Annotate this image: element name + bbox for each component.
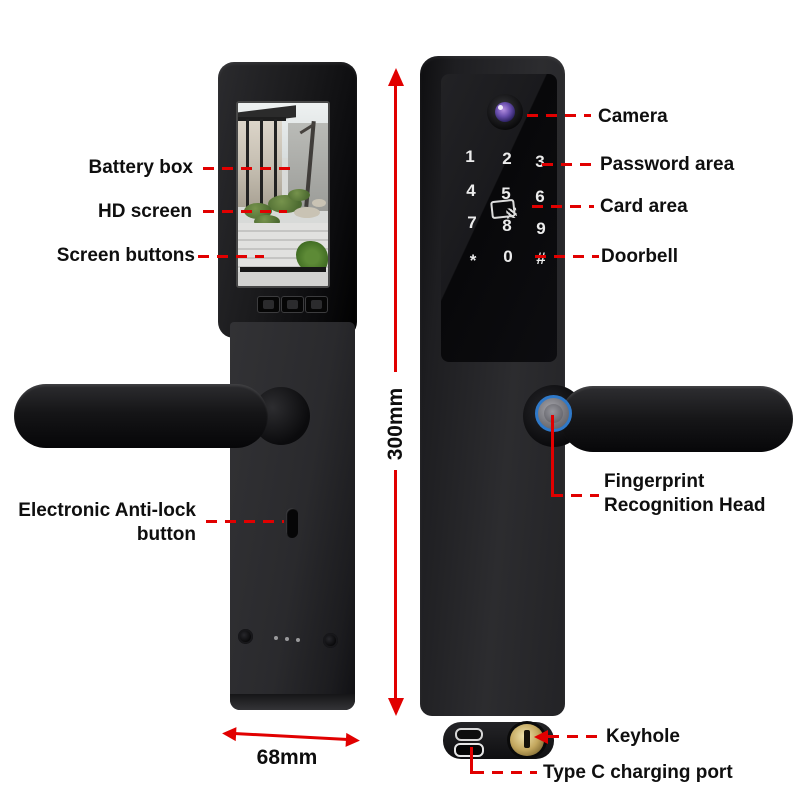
height-dimension: 300mm <box>384 387 407 461</box>
rear-door-handle <box>560 386 793 452</box>
keypad-key-hash: # <box>536 249 546 268</box>
label-anti-lock-line1: Electronic Anti-lock <box>18 500 196 521</box>
label-camera: Camera <box>598 106 668 127</box>
label-password-area: Password area <box>600 154 735 175</box>
fingerprint-callout-dash <box>552 494 599 497</box>
label-keyhole: Keyhole <box>606 726 680 747</box>
hd-screen-callout-line <box>203 210 287 213</box>
doorbell-callout-line <box>535 255 599 258</box>
hd-screen <box>236 101 330 288</box>
keypad-key-9: 9 <box>536 219 546 238</box>
height-arrow-lower-line <box>394 470 397 700</box>
label-fingerprint-head: Fingerprint Recognition Head <box>604 470 766 518</box>
height-arrow-upper-line <box>394 84 397 372</box>
height-arrow-down <box>388 698 404 716</box>
keypad-key-0: 0 <box>503 247 513 266</box>
indicator-dot <box>296 638 300 642</box>
battery-box-callout-line <box>203 167 291 170</box>
width-arrow-left-head <box>221 726 237 742</box>
indicator-dot <box>285 637 289 641</box>
anti-lock-callout-line <box>206 520 284 523</box>
keyhole-callout-line <box>548 735 598 738</box>
indicator-dot <box>274 636 278 640</box>
keypad-key-1: 1 <box>465 147 475 166</box>
screen-scene-bar <box>240 267 326 272</box>
keypad-key-7: 7 <box>467 213 477 232</box>
bottom-slot <box>455 728 483 741</box>
width-arrow-right-head <box>345 732 361 748</box>
label-anti-lock-line2: button <box>136 524 196 545</box>
anti-lock-button <box>286 508 298 538</box>
screen-button-3 <box>305 296 328 313</box>
keypad-key-4: 4 <box>466 181 476 200</box>
height-arrow-up <box>388 68 404 86</box>
screen-scene-foot <box>238 272 328 286</box>
keypad-key-5: 5 <box>501 184 511 203</box>
card-area-callout-line <box>532 205 594 208</box>
label-fingerprint-line2: Recognition Head <box>604 495 766 516</box>
screen-button-1 <box>257 296 280 313</box>
card-tap-icon <box>490 198 516 220</box>
screen-scene-mullion <box>246 119 249 209</box>
label-hd-screen: HD screen <box>98 201 192 222</box>
keypad-key-3: 3 <box>535 152 545 171</box>
screw <box>323 633 338 648</box>
label-doorbell: Doorbell <box>601 246 679 267</box>
width-dimension: 68mm <box>256 746 318 769</box>
keypad-key-6: 6 <box>535 187 545 206</box>
camera-glint <box>498 105 503 110</box>
screen-scene-mullion <box>274 119 277 209</box>
screen-scene-moss <box>288 189 310 201</box>
type-c-callout-dash <box>473 771 537 774</box>
screw <box>238 629 253 644</box>
screen-scene-mullion <box>260 119 263 209</box>
label-type-c-port: Type C charging port <box>543 762 733 783</box>
label-anti-lock-button: Electronic Anti-lock button <box>18 499 196 547</box>
camera-callout-line <box>527 114 591 117</box>
screen-buttons-callout-line <box>198 255 264 258</box>
width-arrow-line <box>234 732 349 741</box>
label-card-area: Card area <box>600 196 688 217</box>
keypad-key-8: 8 <box>502 216 512 235</box>
password-area-callout-line <box>542 163 595 166</box>
label-battery-box: Battery box <box>88 157 193 178</box>
screen-button-2 <box>281 296 304 313</box>
keypad-key-2: 2 <box>502 149 512 168</box>
type-c-callout-line <box>470 747 473 774</box>
front-door-handle <box>14 384 268 448</box>
screen-scene-stone <box>294 207 320 218</box>
label-fingerprint-line1: Fingerprint <box>604 471 705 492</box>
keypad-key-star: * <box>469 251 477 270</box>
keyhole-callout-arrowhead <box>534 730 548 744</box>
label-screen-buttons: Screen buttons <box>56 245 195 266</box>
fingerprint-callout-line <box>551 415 554 497</box>
screen-scene-stone <box>312 199 326 207</box>
type-c-port-icon <box>454 743 484 757</box>
